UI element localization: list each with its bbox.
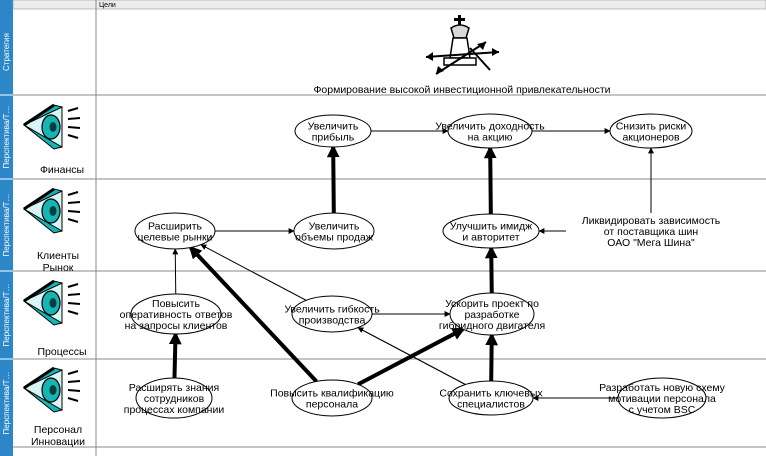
goal-ellipse[interactable] (294, 114, 372, 148)
link-g_know-to-g_resp (168, 331, 182, 379)
goal-label: ОАО "Мега Шина" (607, 237, 695, 249)
goal-ellipse[interactable] (291, 379, 373, 417)
goal-label: персонала (306, 399, 358, 411)
goal-label: на запросы клиентов (125, 320, 228, 332)
perspective-eye-icon (22, 187, 81, 234)
sidebar-strip (0, 0, 13, 456)
goal-label: Увеличить гибкость (284, 304, 380, 316)
link-g_image-to-g_yield (483, 145, 497, 215)
link-g_keep-to-g_proj (485, 332, 499, 382)
side-label-strategy: Стратегия (2, 33, 11, 71)
goal-label: Повысить (152, 298, 200, 310)
link-g_qual-to-g_proj (357, 327, 466, 387)
row-label-market: Рынок (43, 262, 74, 274)
goal-label: Сохранить ключевых (439, 388, 543, 400)
goal-ellipse[interactable] (293, 212, 375, 250)
side-label-finance: Перспектива/Т… (2, 106, 11, 169)
goal-label: целевые рынки (138, 232, 213, 244)
header-bar (12, 0, 766, 10)
goal-label: Улучшить имидж (450, 221, 532, 233)
goal-label: прибыль (312, 132, 355, 144)
chess-king-icon (425, 15, 500, 75)
goal-label: сотрудников (144, 393, 205, 405)
goal-ellipse[interactable] (447, 113, 533, 149)
goal-label: акционеров (622, 132, 679, 144)
goal-label: специалистов (457, 399, 525, 411)
goal-label: Ускорить проект по (445, 298, 539, 310)
goal-ellipse[interactable] (130, 293, 222, 335)
perspective-eye-icon (22, 366, 81, 413)
link-g_sales-to-g_profit (326, 144, 340, 214)
goal-label: с учетом BSC (629, 404, 696, 416)
goal-label: производства (299, 315, 366, 327)
goal-label: Увеличить (308, 121, 359, 133)
goal-ellipse[interactable] (617, 377, 707, 419)
goal-label: мотивации персонала (608, 393, 716, 405)
goal-label: от поставщика шин (604, 226, 699, 238)
goal-ellipse[interactable] (135, 377, 213, 419)
strategy-caption: Формирование высокой инвестиционной прив… (313, 84, 610, 96)
goal-label: Увеличить доходность (435, 121, 545, 133)
grid (13, 0, 766, 456)
goal-label: Снизить риски (616, 121, 687, 133)
goal-ellipse[interactable] (291, 295, 373, 333)
row-label-clients: Клиенты (37, 250, 79, 262)
sidebar-dividers (0, 94, 13, 360)
row-label-innovation: Инновации (31, 436, 85, 448)
side-label-process: Перспектива/Т… (2, 284, 11, 347)
goal-ellipse[interactable] (442, 213, 540, 249)
goal-label: Разработать новую схему (599, 382, 726, 394)
goal-label: разработке (464, 309, 519, 321)
goal-label: Расширять знания (129, 382, 219, 394)
link-g_qual-to-g_markets (188, 245, 318, 383)
goal-label: объемы продаж (295, 232, 373, 244)
row-label-process: Процессы (37, 346, 86, 358)
goal-label: процессах компании (124, 404, 225, 416)
goal-label: оперативность ответов (120, 309, 233, 321)
goal-label: Расширить (148, 221, 203, 233)
goal-label: Увеличить (309, 221, 360, 233)
links (168, 128, 654, 401)
goal-label: на акцию (468, 132, 513, 144)
goal-label: Ликвидировать зависимость (582, 215, 721, 227)
perspective-eye-icon (22, 279, 81, 326)
header-title: Цели (99, 2, 116, 9)
perspective-eye-icon (22, 103, 81, 150)
row-label-finance: Финансы (40, 164, 84, 176)
side-label-clients: Перспектива/Т… (2, 194, 11, 257)
goal-ellipse[interactable] (449, 292, 535, 336)
link-g_resp-to-g_markets (172, 248, 179, 295)
goal-label: гибридного двигателя (439, 320, 545, 332)
link-g_proj-to-g_image (484, 245, 498, 294)
row-label-people: Персонал (34, 424, 82, 436)
side-label-people: Перспектива/Т… (2, 372, 11, 435)
goal-label: Повысить квалификацию (270, 388, 394, 400)
link-g_keep-to-g_flex (357, 327, 466, 385)
goal-ellipse[interactable] (609, 113, 693, 149)
goal-ellipse[interactable] (448, 380, 534, 416)
goal-ellipse[interactable] (134, 212, 216, 250)
goal-label: и авторитет (462, 232, 519, 244)
